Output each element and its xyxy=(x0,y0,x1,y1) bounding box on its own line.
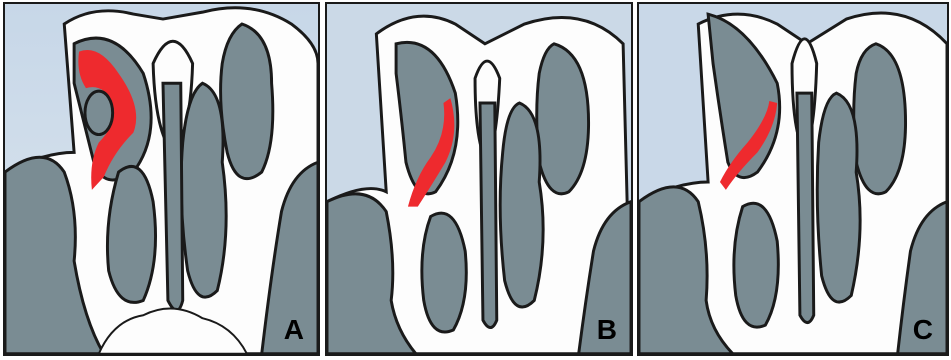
panel-label: B xyxy=(597,314,617,346)
nasal-anatomy-drawing xyxy=(327,4,631,354)
nasal-septum xyxy=(480,103,497,328)
nasal-anatomy-drawing xyxy=(639,4,947,354)
panel-label: C xyxy=(913,314,933,346)
turbinate-right xyxy=(817,93,860,302)
ethmoid-cell-right xyxy=(221,24,273,179)
turbinate-left xyxy=(422,213,466,332)
diagram-panel-b: B xyxy=(325,2,633,356)
panel-label: A xyxy=(284,314,304,346)
turbinate-left xyxy=(107,166,155,302)
nasal-septum xyxy=(163,83,183,310)
ethmoid-cell-right xyxy=(854,44,906,194)
turbinate-right xyxy=(500,103,543,307)
turbinate-left xyxy=(734,203,778,327)
diagram-panel-c: C xyxy=(637,2,949,356)
diagram-panel-a: A xyxy=(3,2,320,356)
nasal-anatomy-drawing xyxy=(5,4,318,354)
turbinate-right xyxy=(181,83,226,297)
nasal-septum xyxy=(797,93,814,323)
